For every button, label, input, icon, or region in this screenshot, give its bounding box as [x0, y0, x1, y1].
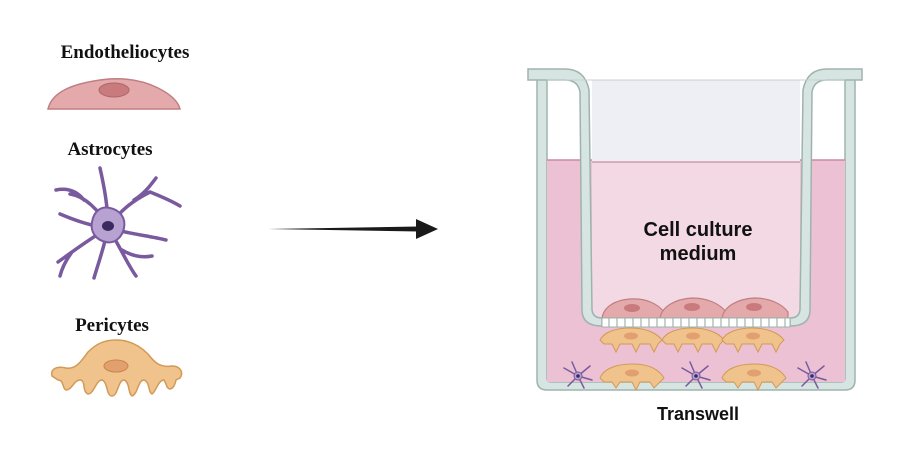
pericyte-layer-membrane: [599, 327, 785, 354]
pericyte-icon: [50, 339, 183, 397]
endothelial-monolayer: [601, 297, 789, 319]
astrocyte-body: [90, 206, 126, 244]
transwell-label: Transwell: [657, 404, 739, 424]
astrocytes-label: Astrocytes: [67, 139, 152, 160]
pericytes-label: Pericytes: [75, 315, 149, 336]
endotheliocytes-label: Endotheliocytes: [61, 42, 190, 63]
medium-label-line2: medium: [660, 243, 737, 265]
arrow-right-icon: [268, 219, 438, 239]
transwell-icon: [527, 68, 863, 392]
insert-medium: [592, 162, 800, 318]
astrocyte-layer-bottom: [563, 361, 827, 389]
endothelial-cell-icon: [47, 78, 181, 110]
porous-membrane: [601, 317, 791, 328]
medium-label-line1: Cell culture: [644, 219, 753, 241]
pericyte-layer-bottom: [599, 363, 787, 392]
